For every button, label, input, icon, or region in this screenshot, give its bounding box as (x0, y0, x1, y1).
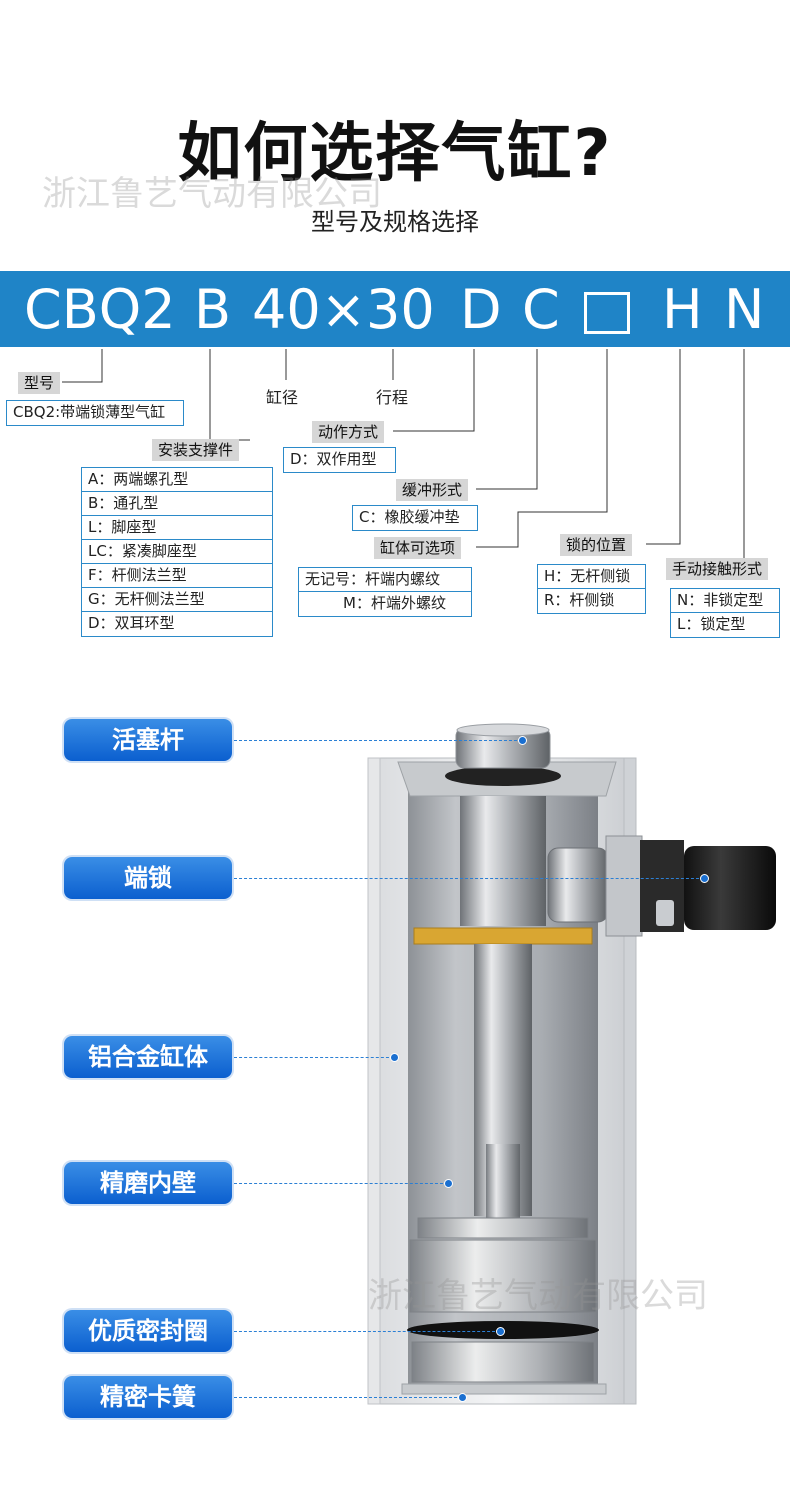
leader-aluminum-body (234, 1057, 394, 1058)
label-manual: 手动接触形式 (666, 558, 769, 580)
connector-lines (62, 349, 745, 558)
part-label-end-lock: 端锁 (64, 857, 232, 899)
box-manual: N：非锁定型 L：锁定型 (670, 588, 780, 638)
part-label-piston-rod: 活塞杆 (64, 719, 232, 761)
options-item: M：杆端外螺纹 (343, 594, 446, 612)
code-action: D (460, 278, 502, 341)
marker-end-lock (700, 874, 709, 883)
box-model: CBQ2:带端锁薄型气缸 (6, 400, 184, 426)
label-bore: 缸径 (266, 388, 299, 407)
marker-piston-rod (518, 736, 527, 745)
options-item: 无记号：杆端内螺纹 (299, 568, 471, 592)
mount-item: L：脚座型 (82, 516, 272, 540)
leader-piston-rod (234, 740, 522, 741)
marker-aluminum-body (390, 1053, 399, 1062)
mount-item: D：双耳环型 (88, 614, 175, 632)
label-model: 型号 (18, 372, 61, 394)
code-manual: N (724, 278, 765, 341)
part-label-retaining-ring: 精密卡簧 (64, 1376, 232, 1418)
box-cushion: C：橡胶缓冲垫 (352, 505, 478, 531)
watermark-top: 浙江鲁艺气动有限公司 (42, 174, 382, 214)
label-cushion: 缓冲形式 (396, 479, 469, 501)
model-value: CBQ2:带端锁薄型气缸 (13, 403, 166, 421)
label-options: 缸体可选项 (374, 537, 462, 559)
manual-item: N：非锁定型 (671, 589, 779, 613)
leader-retaining-ring (234, 1397, 462, 1398)
box-lock-position: H：无杆侧锁 R：杆侧锁 (537, 564, 646, 614)
mount-item: G：无杆侧法兰型 (82, 588, 272, 612)
box-mount: A：两端螺孔型 B：通孔型 L：脚座型 LC：紧凑脚座型 F：杆侧法兰型 G：无… (81, 467, 273, 637)
code-lock-position: H (662, 278, 703, 341)
marker-seal-ring (496, 1327, 505, 1336)
label-action: 动作方式 (312, 421, 385, 443)
box-options: 无记号：杆端内螺纹 M：杆端外螺纹 (298, 567, 472, 617)
page-title: 如何选择气缸? (177, 117, 613, 191)
label-mount: 安装支撑件 (152, 439, 240, 461)
mount-item: B：通孔型 (82, 492, 272, 516)
lock-position-item: R：杆侧锁 (544, 591, 615, 609)
part-label-aluminum-body: 铝合金缸体 (64, 1036, 232, 1078)
marker-honed-bore (444, 1179, 453, 1188)
mount-item: A：两端螺孔型 (82, 468, 272, 492)
code-mount: B (194, 278, 232, 341)
cushion-value: C：橡胶缓冲垫 (359, 508, 460, 526)
model-code-bar: CBQ2 B 40×30 D C H N (0, 271, 790, 347)
marker-retaining-ring (458, 1393, 467, 1402)
code-options-box (584, 292, 630, 334)
box-action: D：双作用型 (283, 447, 396, 473)
mount-item: LC：紧凑脚座型 (82, 540, 272, 564)
leader-end-lock (234, 878, 704, 879)
label-stroke: 行程 (376, 388, 409, 407)
code-bore-stroke: 40×30 (252, 278, 435, 341)
part-label-honed-bore: 精磨内壁 (64, 1162, 232, 1204)
watermark-bottom: 浙江鲁艺气动有限公司 (368, 1276, 708, 1316)
cylinder-cutaway-illustration (367, 723, 776, 1405)
leader-honed-bore (234, 1183, 448, 1184)
action-value: D：双作用型 (290, 450, 377, 468)
manual-item: L：锁定型 (677, 615, 746, 633)
part-label-seal-ring: 优质密封圈 (64, 1310, 232, 1352)
mount-item: F：杆侧法兰型 (82, 564, 272, 588)
code-model: CBQ2 (24, 278, 176, 341)
lock-position-item: H：无杆侧锁 (538, 565, 645, 589)
code-cushion: C (522, 278, 560, 341)
label-lock-position: 锁的位置 (560, 534, 633, 556)
leader-seal-ring (234, 1331, 500, 1332)
page-subtitle: 型号及规格选择 (311, 208, 479, 236)
